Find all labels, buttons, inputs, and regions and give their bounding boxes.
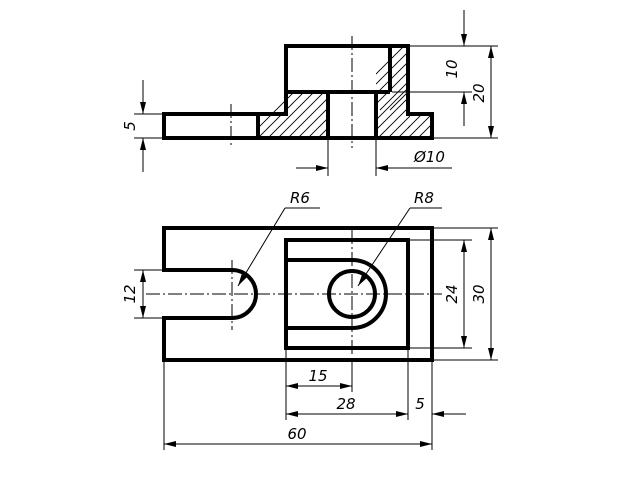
dim-label-r6: R6: [290, 189, 310, 207]
dim-plan-length-5: 5: [390, 362, 466, 450]
dim-plan-total-width: 30: [434, 227, 498, 361]
dim-label-diameter: Ø10: [413, 148, 445, 166]
top-plan-view: R6 R8 12 24 30: [121, 189, 498, 450]
dim-label-30: 30: [470, 284, 488, 303]
dim-label-10: 10: [443, 59, 461, 78]
dim-radius-boss: R8: [357, 189, 442, 287]
dim-plan-length-15: 15: [285, 350, 353, 420]
front-section-view: 5 10 20 Ø10: [121, 10, 498, 176]
dim-label-28: 28: [336, 395, 355, 413]
dim-plan-boss-width: 24: [410, 239, 472, 349]
plan-outline: [162, 226, 434, 362]
dim-plan-total-length: 60: [163, 362, 432, 450]
front-outline: [162, 44, 434, 140]
dim-label-r8: R8: [414, 189, 434, 207]
plan-boss-u-shape: [286, 258, 388, 330]
dim-radius-slot: R6: [237, 189, 320, 287]
dim-label-60: 60: [287, 425, 306, 443]
dim-label-20: 20: [470, 83, 488, 102]
dim-label-24: 24: [443, 284, 461, 303]
dim-front-height-5: 5: [121, 80, 162, 172]
dim-front-height-20: 20: [434, 46, 498, 139]
dim-front-height-10: 10: [392, 10, 498, 126]
dim-label-12: 12: [121, 284, 139, 303]
dim-label-15: 15: [308, 367, 327, 385]
dim-label-5: 5: [121, 121, 139, 131]
section-hatching: [258, 46, 433, 139]
dim-label-plan-5: 5: [415, 395, 425, 413]
dim-front-hole-diameter: Ø10: [296, 140, 452, 176]
dim-plan-slot-width: 12: [121, 269, 162, 319]
